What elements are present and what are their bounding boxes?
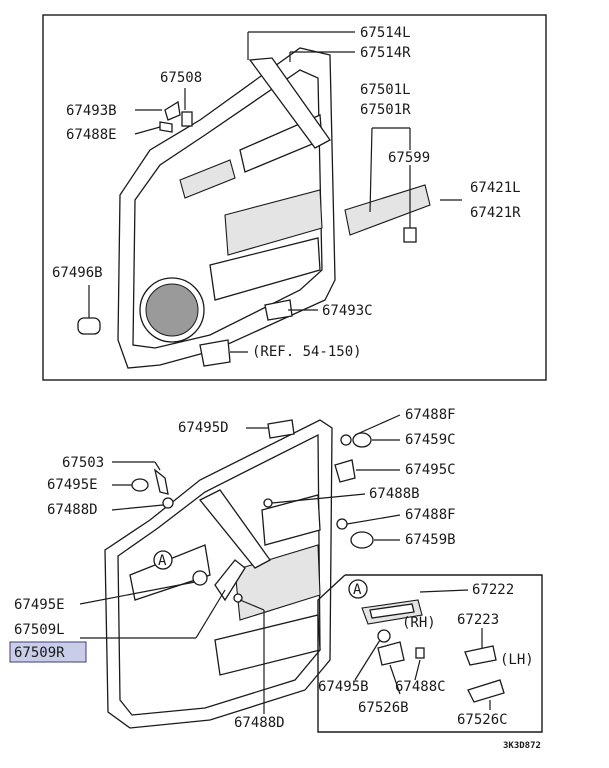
- callout-67459C: 67459C: [405, 432, 456, 448]
- callout-67488D-lower: 67488D: [234, 715, 285, 731]
- callout-67526B: 67526B: [358, 700, 409, 716]
- callout-67514L: 67514L: [360, 25, 411, 41]
- callout-67509R[interactable]: 67509R: [14, 645, 65, 661]
- label-lh: (LH): [500, 652, 534, 668]
- callout-67222: 67222: [472, 582, 514, 598]
- callout-67495C: 67495C: [405, 462, 456, 478]
- callout-67509L: 67509L: [14, 622, 65, 638]
- callout-67488E: 67488E: [66, 127, 117, 143]
- callout-67223: 67223: [457, 612, 499, 628]
- upper-door-trim-drawing: [77, 47, 431, 369]
- reference-label: (REF. 54-150): [252, 344, 362, 360]
- callout-67495E-upper: 67495E: [47, 477, 98, 493]
- callout-67459B: 67459B: [405, 532, 456, 548]
- callout-67488C: 67488C: [395, 679, 446, 695]
- top-leader-lines: [88, 31, 462, 353]
- callout-67526C: 67526C: [457, 712, 508, 728]
- bottom-leader-lines: [79, 414, 401, 714]
- callout-67501L: 67501L: [360, 82, 411, 98]
- callout-67421R: 67421R: [470, 205, 521, 221]
- callout-67495E-lower: 67495E: [14, 597, 65, 613]
- callout-67501R: 67501R: [360, 102, 411, 118]
- callout-67488F-lower: 67488F: [405, 507, 456, 523]
- callout-67493B: 67493B: [66, 103, 117, 119]
- callout-67488D-upper: 67488D: [47, 502, 98, 518]
- callout-67488B: 67488B: [369, 486, 420, 502]
- bottom-callouts: 67495D 67488F 67459C 67503 67495C 67495E…: [9, 407, 456, 731]
- highlight-box: [9, 641, 87, 663]
- marker-a-door: A: [158, 553, 167, 569]
- callout-67503: 67503: [62, 455, 104, 471]
- callout-67488F-upper: 67488F: [405, 407, 456, 423]
- callout-67493C: 67493C: [322, 303, 373, 319]
- callout-67599: 67599: [388, 150, 430, 166]
- callout-67514R: 67514R: [360, 45, 411, 61]
- diagram-code: 3K3D872: [503, 741, 541, 751]
- top-panel-frame: [42, 14, 547, 381]
- callout-67496B: 67496B: [52, 265, 103, 281]
- callout-67508: 67508: [160, 70, 202, 86]
- top-callouts: 67514L 67514R 67508 67493B 67488E 67501L…: [52, 25, 521, 360]
- callout-67495D: 67495D: [178, 420, 229, 436]
- lower-door-trim-drawing: A: [104, 419, 374, 729]
- marker-a-detail: A: [353, 582, 362, 598]
- callout-67495B: 67495B: [318, 679, 369, 695]
- label-rh: (RH): [402, 615, 436, 631]
- callout-67421L: 67421L: [470, 180, 521, 196]
- detail-box-a: A 67222 (RH) 67223 (LH) 67495B 67488C 67…: [317, 574, 543, 733]
